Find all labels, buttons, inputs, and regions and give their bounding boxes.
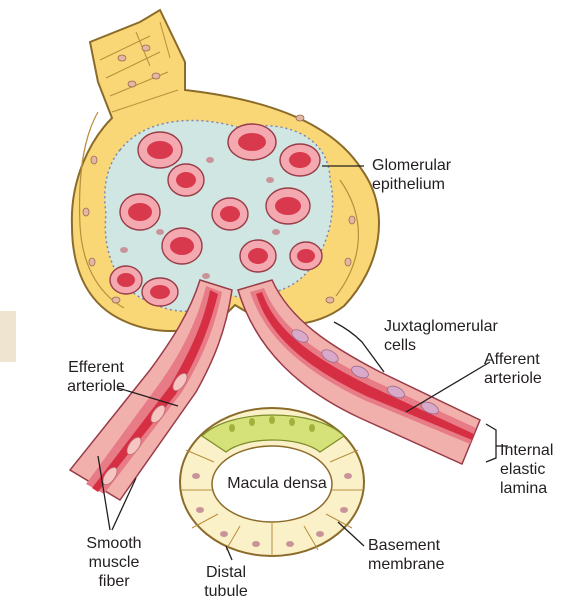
efferent-arteriole — [68, 279, 233, 502]
smooth-muscle-fiber-label: Smooth muscle fiber — [86, 535, 142, 590]
basement-membrane-label: Basement membrane — [368, 537, 445, 573]
distal-tubule-label: Distal tubule — [204, 564, 248, 600]
macula-densa-label: Macula densa — [227, 475, 327, 492]
afferent-arteriole-label: Afferent arteriole — [484, 351, 542, 387]
leader-lines — [97, 165, 508, 561]
juxtaglomerular-cells-label: Juxtaglomerular cells — [384, 318, 498, 354]
distal-tubule — [179, 407, 365, 557]
efferent-arteriole-label: Efferent arteriole — [67, 359, 125, 395]
internal-elastic-lamina-label: Internal elastic lamina — [500, 442, 554, 497]
glomerular-epithelium-label: Glomerular epithelium — [372, 157, 452, 193]
glomerular-capillaries — [104, 119, 334, 313]
afferent-arteriole — [237, 279, 481, 466]
page-edge-tab — [0, 311, 16, 362]
